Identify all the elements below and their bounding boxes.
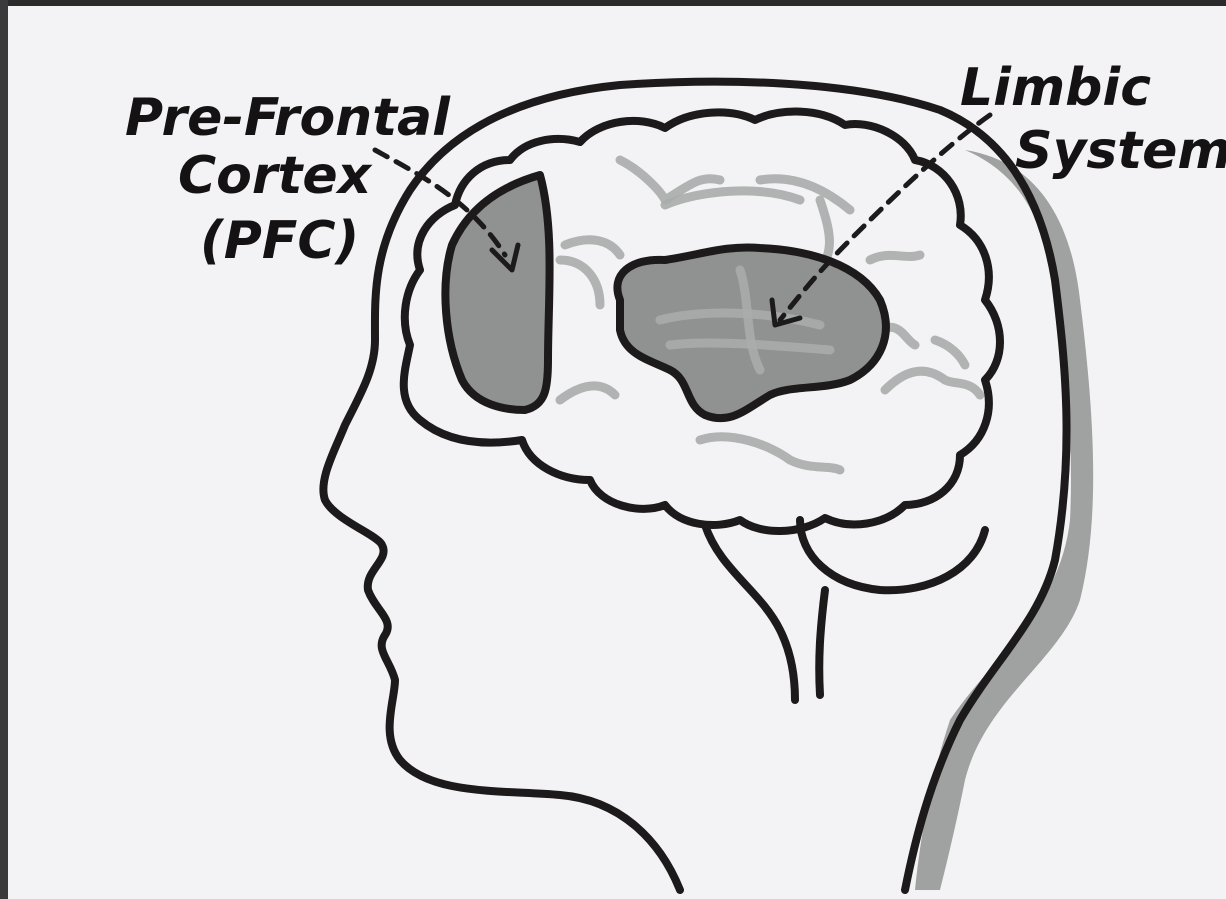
limbic-label-line1: Limbic bbox=[960, 58, 1151, 118]
pfc-label-line1: Pre-Frontal bbox=[125, 88, 451, 148]
pfc-label-line3: (PFC) bbox=[200, 211, 359, 271]
left-frame-edge bbox=[0, 0, 8, 899]
top-frame-edge bbox=[0, 0, 1226, 6]
limbic-label-line2: System bbox=[1015, 121, 1226, 181]
pfc-label-line2: Cortex bbox=[178, 146, 373, 206]
